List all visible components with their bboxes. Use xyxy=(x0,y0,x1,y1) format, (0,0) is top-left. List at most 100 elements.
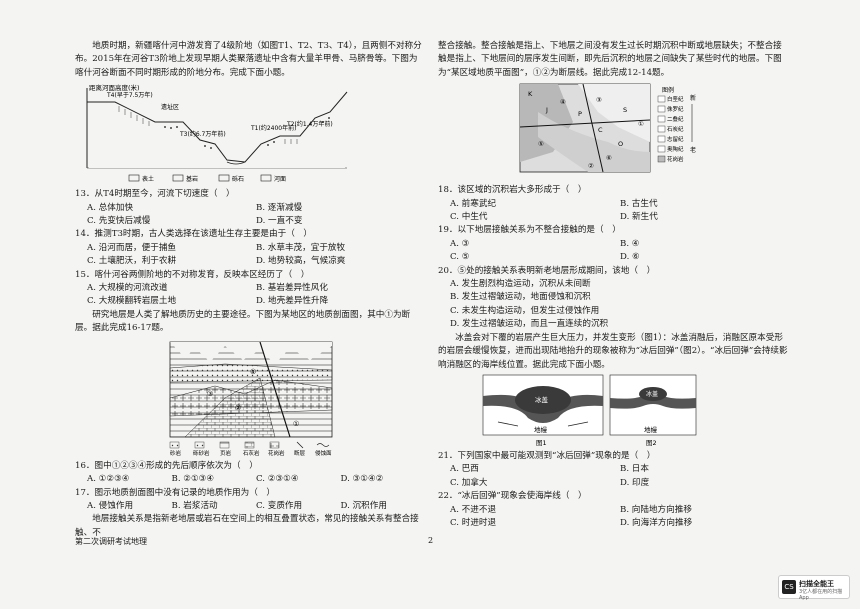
intro-paragraph-3-continued: 整合接触。整合接触是指上、下地层之间没有发生过长时期沉积中断或地层缺失；不整合接… xyxy=(438,41,782,78)
fig1-t2-label: T2(约1.4万年前) xyxy=(286,120,333,128)
question-22-options: A. 不进不退 B. 向陆地方向推移 C. 时进时退 D. 向海洋方向推移 xyxy=(438,504,790,531)
legend-silurian: 志留纪 xyxy=(667,135,684,143)
legend-ordovician: 奥陶纪 xyxy=(667,145,684,153)
option: D. 发生过褶皱运动，而且一直连续的沉积 xyxy=(450,319,609,330)
option: C. 未发生构造运动，但发生过侵蚀作用 xyxy=(450,305,600,316)
legend-river: 河面 xyxy=(274,175,286,183)
option: D. 向海洋方向推移 xyxy=(620,517,693,528)
option: D. 一直不变 xyxy=(256,216,303,227)
svg-text:③: ③ xyxy=(596,96,602,104)
svg-text:③: ③ xyxy=(207,390,213,398)
question-15: 15．喀什河谷两侧阶地的不对称发育，反映本区经历了（ ） xyxy=(75,269,310,280)
question-14-options: A. 沿河而居，便于捕鱼 B. 水草丰茂，宜于放牧 C. 土壤肥沃，利于农耕 D… xyxy=(75,242,425,269)
option: A. 巴西 xyxy=(450,464,479,475)
fig4-caption-2: 图2 xyxy=(646,439,657,447)
legend-sandstone: 砂岩 xyxy=(170,449,182,457)
svg-text:C: C xyxy=(598,126,603,134)
scanner-name: 扫描全能王 xyxy=(799,580,834,588)
fig1-site-label: 遗址区 xyxy=(161,103,179,111)
legend-permian: 二叠纪 xyxy=(667,115,684,123)
question-17-options: A. 侵蚀作用 B. 岩浆活动 C. 变质作用 D. 沉积作用 xyxy=(75,500,425,513)
legend-fault: 断层 xyxy=(294,449,306,457)
question-20: 20．⑤处的接触关系表明新老地层形成期间，该地（ ） xyxy=(438,265,656,276)
option: A. 总体加快 xyxy=(87,202,134,213)
svg-text:②: ② xyxy=(588,162,594,170)
scanner-tagline: 3亿人都在用的扫描App xyxy=(799,589,843,601)
legend-pebble: 砾石 xyxy=(232,175,244,183)
option: B. 水草丰茂，宜于放牧 xyxy=(256,242,346,253)
fig4-ice-label-1: 冰盖 xyxy=(535,395,549,404)
fig1-t3-label: T3(约6.7万年前) xyxy=(179,130,226,138)
legend-carboniferous: 石炭纪 xyxy=(667,125,684,133)
option: D. 地壳差异性升降 xyxy=(256,296,329,307)
river-terrace-figure: 距离河面高度(米) T4(早于7.5万年) 遗址区 T3(约6.7万年前) T1… xyxy=(86,83,348,183)
fig4-ice-label-2: 冰盖 xyxy=(646,390,658,398)
option: C. 时进时退 xyxy=(450,517,497,528)
svg-text:②: ② xyxy=(235,404,241,412)
option: C. 土壤肥沃，利于农耕 xyxy=(87,256,177,267)
option: B. ④ xyxy=(620,238,640,249)
intro-paragraph-4: 冰盖会对下覆的岩层产生巨大压力，并发生变形（图1）：冰盖消融后，消融区原本受形的… xyxy=(438,332,788,370)
left-column: 地质时期，新疆喀什河中游发育了4级阶地（如图T1、T2、T3、T4），且两侧不对… xyxy=(75,40,425,540)
option: A. 大规模的河流改道 xyxy=(87,283,168,294)
option: B. 逐渐减慢 xyxy=(256,202,303,213)
question-21: 21．下列国家中最可能观测到“冰后回弹”现象的是（ ） xyxy=(438,450,656,461)
legend-bedrock: 基岩 xyxy=(186,175,198,183)
option: B. 基岩差异性风化 xyxy=(256,283,328,294)
fig4-caption-1: 图1 xyxy=(536,439,547,447)
geologic-section-figure: ① ② ③ ④ 砂岩 砾砂岩 页岩 石灰岩 花岗岩 断层 侵蚀面 xyxy=(169,341,333,457)
svg-text:④: ④ xyxy=(560,98,566,106)
page-number: 2 xyxy=(428,536,434,545)
fig3-legend-title: 图例 xyxy=(662,86,674,94)
option: B. 岩浆活动 xyxy=(171,500,218,511)
fig1-t4-label: T4(早于7.5万年) xyxy=(106,91,153,99)
svg-text:⑥: ⑥ xyxy=(606,154,612,162)
option: A. ③ xyxy=(450,238,470,249)
svg-text:④: ④ xyxy=(250,368,256,376)
fig1-ylabel: 距离河面高度(米) xyxy=(89,83,140,92)
option: C. 大规模翻转岩层土地 xyxy=(87,296,177,307)
option: C. 加拿大 xyxy=(450,477,488,488)
ice-rebound-figure: 冰盖 地幔 图1 冰盖 地幔 图2 xyxy=(482,374,697,447)
option: C. 中生代 xyxy=(450,212,488,223)
footer-title: 第二次调研考试地理 xyxy=(75,537,147,546)
legend-limestone: 石灰岩 xyxy=(243,449,260,457)
option: C. ②③①④ xyxy=(256,474,299,485)
question-16: 16．图中①②③④形成的先后顺序依次为（ ） xyxy=(75,460,258,471)
option: D. ③①④② xyxy=(340,474,384,485)
question-17: 17．图示地质剖面图中没有记录的地质作用为（ ） xyxy=(75,487,275,498)
intro-paragraph-1: 地质时期，新疆喀什河中游发育了4级阶地（如图T1、T2、T3、T4），且两侧不对… xyxy=(75,41,422,78)
option: A. 侵蚀作用 xyxy=(87,500,134,511)
question-22: 22．“冰后回弹”现象会使海岸线（ ） xyxy=(438,491,587,502)
question-13: 13．从T4时期至今，河流下切速度（ ） xyxy=(75,189,235,200)
legend-jurassic: 侏罗纪 xyxy=(667,105,684,113)
option: C. 变质作用 xyxy=(256,500,303,511)
question-19: 19．以下地层接触关系为不整合接触的是（ ） xyxy=(438,225,621,236)
question-18-options: A. 前寒武纪 B. 古生代 C. 中生代 D. 新生代 xyxy=(438,198,790,225)
question-19-options: A. ③ B. ④ C. ⑤ D. ⑥ xyxy=(438,238,790,265)
svg-text:P: P xyxy=(578,110,582,118)
intro-paragraph-2: 研究地层是人类了解地质历史的主要途径。下图为某地区的地质剖面图，其中①为断层。据… xyxy=(75,309,411,334)
svg-text:K: K xyxy=(528,90,533,98)
option: C. 先变快后减慢 xyxy=(87,216,151,227)
option: B. 向陆地方向推移 xyxy=(620,504,692,515)
svg-text:O: O xyxy=(618,140,623,148)
option: C. ⑤ xyxy=(450,252,470,263)
option: D. 沉积作用 xyxy=(340,500,387,511)
legend-cretaceous: 白垩纪 xyxy=(667,95,684,103)
option: B. 日本 xyxy=(620,464,649,475)
option: A. 沿河而居，便于捕鱼 xyxy=(87,242,177,253)
legend-erosion-surface: 侵蚀面 xyxy=(315,449,332,457)
option: A. 不进不退 xyxy=(450,504,497,515)
question-16-options: A. ①②③④ B. ②①③④ C. ②③①④ D. ③①④② xyxy=(75,473,425,486)
fig4-mantle-label-2: 地幔 xyxy=(644,425,658,434)
legend-shale: 页岩 xyxy=(220,449,232,457)
question-20-options: A. 发生剧烈构造运动，沉积从未间断 B. 发生过褶皱运动，地面侵蚀和沉积 C.… xyxy=(438,278,790,332)
svg-text:⑤: ⑤ xyxy=(538,140,544,148)
svg-text:J: J xyxy=(545,106,548,114)
svg-text:①: ① xyxy=(293,420,299,428)
fig4-mantle-label-1: 地幔 xyxy=(534,425,548,434)
svg-text:S: S xyxy=(623,106,627,114)
question-21-options: A. 巴西 B. 日本 C. 加拿大 D. 印度 xyxy=(438,463,790,490)
right-column: 整合接触。整合接触是指上、下地层之间没有发生过长时期沉积中断或地层缺失；不整合接… xyxy=(438,40,790,530)
